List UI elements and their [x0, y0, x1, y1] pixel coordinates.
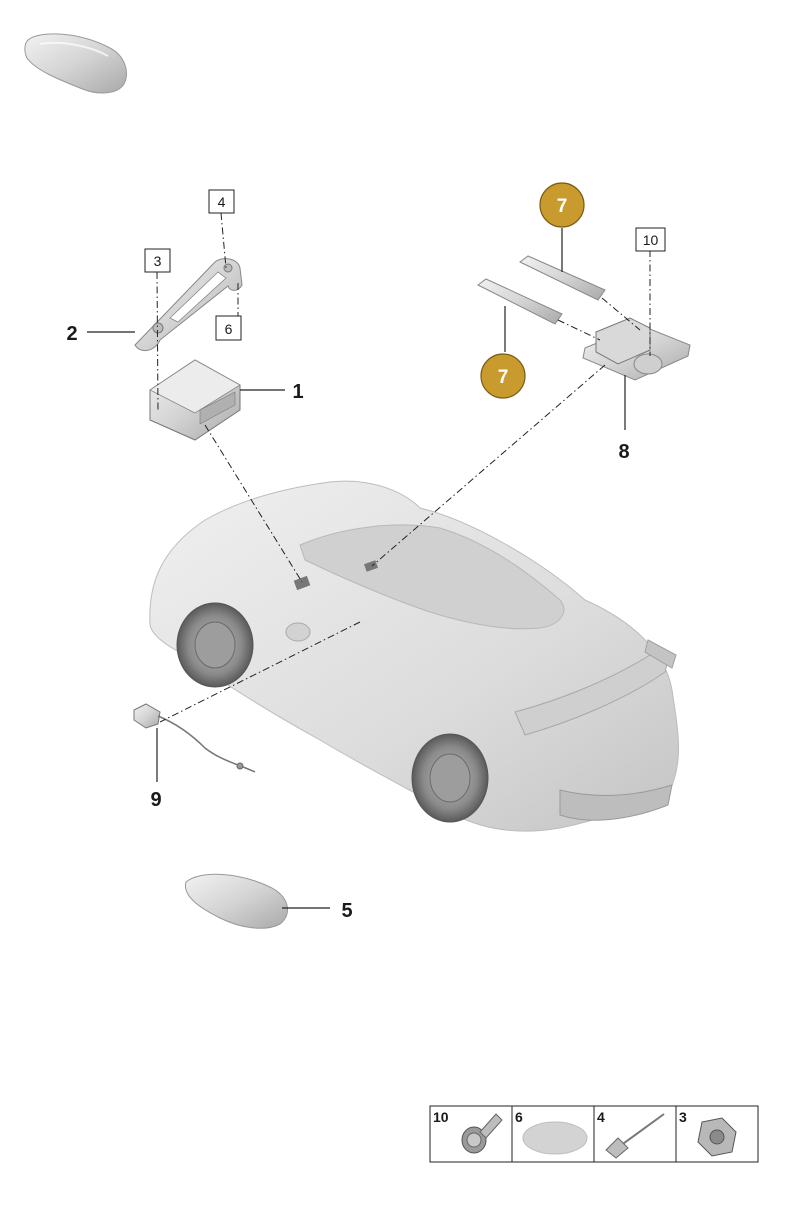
svg-text:7: 7 — [557, 196, 568, 217]
callout-7-upper: 7 — [539, 182, 585, 228]
legend-cell-3: 3 — [679, 1109, 737, 1157]
cover-part — [184, 873, 288, 929]
rivet-icon — [605, 1113, 665, 1159]
antenna-module-part — [582, 317, 691, 381]
svg-text:6: 6 — [515, 1109, 523, 1125]
callout-7-lower: 7 — [480, 353, 526, 399]
svg-text:4: 4 — [597, 1109, 605, 1125]
svg-text:10: 10 — [643, 232, 659, 248]
label-box-3: 3 — [144, 248, 171, 273]
legend-cell-10: 10 — [433, 1109, 503, 1154]
label-5: 5 — [341, 900, 352, 922]
antenna-part-upper — [519, 255, 606, 301]
legend-cell-4: 4 — [597, 1109, 665, 1159]
adhesive-pad-icon — [522, 1121, 588, 1155]
legend-cell-6: 6 — [515, 1109, 588, 1155]
antenna-part-lower — [477, 278, 563, 325]
label-2: 2 — [66, 323, 77, 345]
label-box-10: 10 — [635, 227, 666, 252]
svg-text:6: 6 — [225, 321, 233, 337]
nut-icon — [697, 1117, 737, 1157]
svg-text:10: 10 — [433, 1109, 449, 1125]
sensor-cable-part — [133, 703, 256, 773]
svg-text:4: 4 — [218, 194, 226, 210]
label-8: 8 — [618, 441, 629, 463]
label-box-4: 4 — [208, 189, 235, 214]
svg-text:7: 7 — [498, 367, 509, 388]
vehicle-body — [149, 480, 680, 832]
assembly-lines — [156, 212, 651, 723]
car-thumbnail-icon — [24, 33, 127, 94]
control-unit-part — [149, 359, 241, 441]
label-1: 1 — [292, 381, 303, 403]
bracket-part — [134, 258, 243, 352]
leader-lines — [87, 228, 626, 909]
svg-text:3: 3 — [154, 253, 162, 269]
label-box-6: 6 — [215, 315, 242, 341]
svg-text:3: 3 — [679, 1109, 687, 1125]
hardware-legend-table: 10 6 4 3 — [429, 1105, 759, 1163]
label-9: 9 — [150, 789, 161, 811]
bolt-icon — [461, 1113, 503, 1154]
